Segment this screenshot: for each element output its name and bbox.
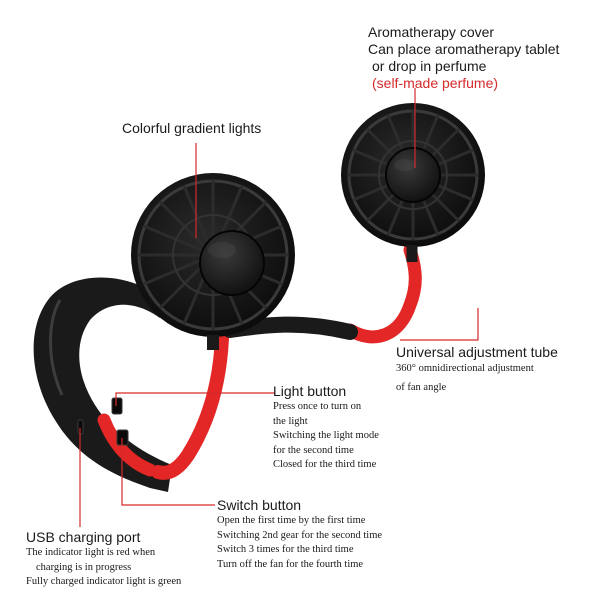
light-line-5: Closed for the third time: [273, 459, 377, 470]
usb-line-1: The indicator light is red when: [26, 547, 156, 558]
right-fan: [341, 103, 485, 262]
gradient-title: Colorful gradient lights: [122, 120, 262, 136]
callout-lines: [79, 88, 479, 527]
tube-line-2: of fan angle: [396, 381, 447, 393]
aroma-title: Aromatherapy cover: [368, 24, 495, 40]
light-line-3: Switching the light mode: [273, 430, 379, 441]
aroma-label: Aromatherapy cover Can place aromatherap…: [368, 24, 559, 92]
usb-label: USB charging port The indicator light is…: [26, 529, 181, 590]
switch-line-4: Turn off the fan for the fourth time: [217, 558, 364, 570]
light-title: Light button: [273, 383, 347, 399]
switch-label: Switch button Open the first time by the…: [217, 497, 382, 572]
aroma-note: (self-made perfume): [372, 75, 499, 91]
tube-callout: [400, 308, 479, 341]
usb-title: USB charging port: [26, 529, 141, 545]
band-controls: [77, 397, 129, 446]
light-button-icon: [111, 397, 123, 415]
tube-line-1: 360° omnidirectional adjustment: [396, 363, 534, 374]
aroma-line-2: or drop in perfume: [372, 58, 487, 74]
switch-line-3: Switch 3 times for the third time: [217, 544, 354, 555]
left-fan: [131, 173, 295, 350]
switch-line-1: Open the first time by the first time: [217, 515, 366, 526]
aroma-line-1: Can place aromatherapy tablet: [368, 41, 560, 57]
switch-callout: [121, 438, 215, 506]
switch-title: Switch button: [217, 497, 302, 513]
light-line-2: the light: [273, 415, 308, 427]
neck-band: [33, 277, 172, 492]
tube-label: Universal adjustment tube 360° omnidirec…: [396, 344, 558, 395]
gradient-label: Colorful gradient lights: [122, 120, 261, 137]
light-label: Light button Press once to turn on the l…: [273, 383, 379, 473]
light-line-1: Press once to turn on: [273, 401, 362, 412]
usb-line-2: charging is in progress: [36, 561, 132, 573]
usb-line-3: Fully charged indicator light is green: [26, 576, 182, 587]
light-line-4: for the second time: [273, 444, 354, 456]
switch-line-2: Switching 2nd gear for the second time: [217, 529, 383, 541]
tube-title: Universal adjustment tube: [396, 344, 558, 360]
light-callout: [115, 392, 275, 406]
